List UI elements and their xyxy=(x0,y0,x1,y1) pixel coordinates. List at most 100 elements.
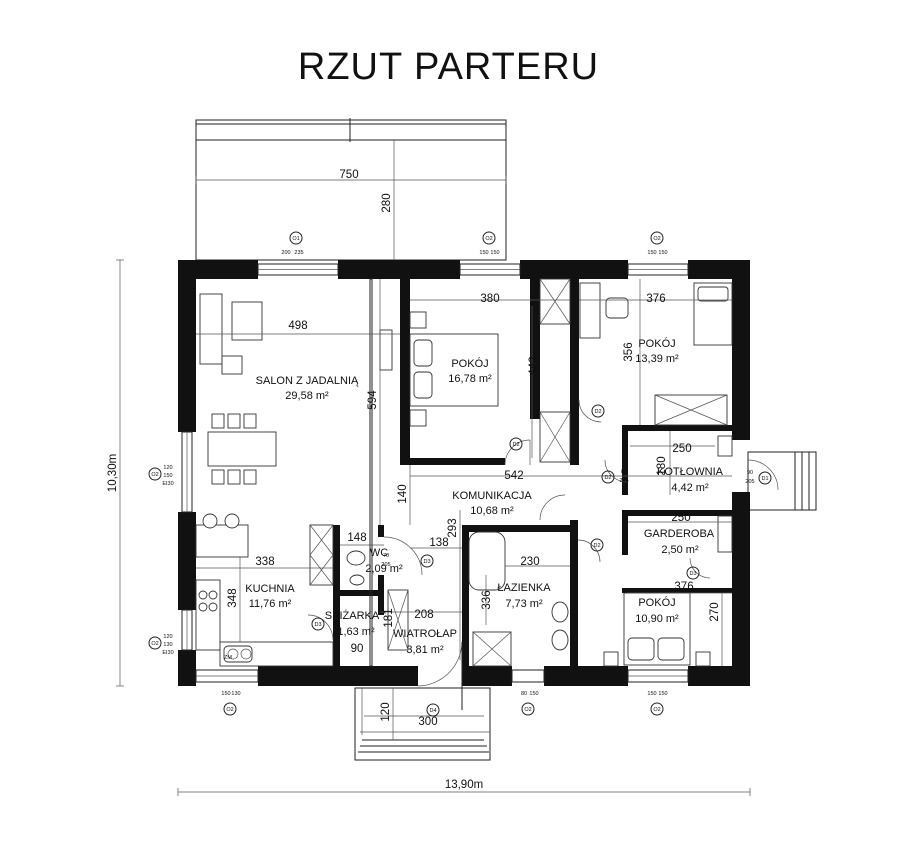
fridge-zm: ZM xyxy=(224,655,232,661)
window-tag-terrace: O1 xyxy=(292,236,299,242)
fire-rating: EI30 xyxy=(162,481,173,487)
dim-lazienka-width: 230 xyxy=(520,556,539,568)
window-size: 150 xyxy=(221,691,230,697)
window-height: 150 xyxy=(163,473,172,479)
room-area-spizarka: 1,63 m² xyxy=(337,626,375,638)
window-height: 130 xyxy=(163,642,172,648)
bedroom-furniture xyxy=(409,282,733,667)
door-size: 70 xyxy=(383,553,389,559)
entrance-porch xyxy=(354,687,491,761)
door-height: 205 xyxy=(619,478,628,484)
dim-pokoj2-depth: 356 xyxy=(623,342,635,361)
page-title: RZUT PARTERU xyxy=(297,46,600,88)
terrace-door-height: 235 xyxy=(294,250,303,256)
window-size: 120 xyxy=(163,465,172,471)
room-name-garderoba: GARDEROBA xyxy=(644,528,715,540)
room-area-pokoj1: 16,78 m² xyxy=(448,373,492,385)
room-name-wc: WC xyxy=(370,547,388,559)
dim-pokoj3-width: 376 xyxy=(674,581,693,593)
room-area-pokoj3: 10,90 m² xyxy=(635,613,679,625)
dim-pokoj3-depth: 270 xyxy=(709,602,721,621)
dim-pokoj2-width: 376 xyxy=(646,293,665,305)
living-furniture xyxy=(199,293,393,485)
door-tag-d2: D2 xyxy=(604,475,611,481)
window-tag: O2 xyxy=(226,707,233,713)
fire-rating: EI30 xyxy=(162,650,173,656)
door-tag-d2: D2 xyxy=(594,409,601,415)
dimension-lines xyxy=(116,259,751,796)
room-area-kotlownia: 4,42 m² xyxy=(671,482,709,494)
dim-porch-width: 300 xyxy=(418,716,437,728)
room-name-lazienka: ŁAZIENKA xyxy=(497,582,551,594)
window-size: 150 xyxy=(479,250,488,256)
room-name-wiatrolap: WIATROŁAP xyxy=(393,628,457,640)
window-markers xyxy=(148,231,772,717)
window-height: 130 xyxy=(231,691,240,697)
door-size: 80 xyxy=(621,469,627,475)
room-name-pokoj3: POKÓJ xyxy=(638,596,675,609)
built-in-wardrobes xyxy=(309,278,733,651)
dim-pokoj1-depth: 442 xyxy=(528,356,540,375)
side-steps xyxy=(747,451,817,511)
door-tag-d3: D3 xyxy=(314,622,321,628)
window-height: 150 xyxy=(490,250,499,256)
dim-korytarz-width: 542 xyxy=(504,470,523,482)
dim-salon-width: 498 xyxy=(288,320,307,332)
window-tag: O2 xyxy=(653,707,660,713)
door-size: 90 xyxy=(747,470,753,476)
bathroom-fixtures xyxy=(346,435,733,667)
room-area-komunikacja: 10,68 m² xyxy=(470,505,514,517)
window-tag: O2 xyxy=(653,236,660,242)
dim-salon-depth: 594 xyxy=(367,390,379,410)
window-height: 150 xyxy=(658,691,667,697)
dim-wc-width: 148 xyxy=(347,532,366,544)
dim-kotlownia-width: 250 xyxy=(672,443,691,455)
dim-hall-depth: 293 xyxy=(447,518,459,537)
exterior-walls xyxy=(178,260,750,686)
room-name-salon: SALON Z JADALNIĄ xyxy=(256,375,359,387)
window-size: 150 xyxy=(647,691,656,697)
dim-kuchnia-depth: 348 xyxy=(227,588,239,607)
dim-pokoj1-width: 380 xyxy=(480,293,499,305)
door-tag-d1: D1 xyxy=(761,476,768,482)
room-area-garderoba: 2,50 m² xyxy=(661,544,699,556)
window-size: 80 xyxy=(521,691,527,697)
window-size: 150 xyxy=(647,250,656,256)
door-tag-d3: D3 xyxy=(423,559,430,565)
room-name-kotlownia: KOTŁOWNIA xyxy=(657,466,724,478)
dim-spizarka-height: 181 xyxy=(383,608,395,627)
door-swings xyxy=(307,399,779,710)
dim-lazienka-depth: 336 xyxy=(481,590,493,609)
room-area-wc: 2,09 m² xyxy=(365,563,403,575)
dim-porch-depth: 120 xyxy=(380,702,392,721)
room-name-komunikacja: KOMUNIKACJA xyxy=(452,490,532,502)
door-height: 205 xyxy=(381,562,390,568)
room-area-salon: 29,58 m² xyxy=(285,390,329,402)
windows xyxy=(181,263,689,683)
room-area-kuchnia: 11,76 m² xyxy=(249,598,292,610)
dim-garderoba-width: 250 xyxy=(671,512,690,524)
room-area-pokoj2: 13,39 m² xyxy=(635,353,679,365)
window-tag: O2 xyxy=(151,472,158,478)
dim-overall-width: 13,90m xyxy=(445,779,483,791)
dim-terrace-width: 750 xyxy=(339,169,358,181)
dim-kuchnia-width: 338 xyxy=(255,556,274,568)
dim-spizarka-depth: 90 xyxy=(351,643,364,655)
dim-korytarz-depth: 140 xyxy=(397,484,409,503)
dim-terrace-depth: 280 xyxy=(381,193,393,212)
door-tag-d3: D3 xyxy=(689,571,696,577)
dim-kotlownia-depth: 180 xyxy=(656,456,668,475)
room-name-pokoj2: POKÓJ xyxy=(638,337,675,350)
door-tag-d2: D2 xyxy=(593,543,600,549)
window-tag: O2 xyxy=(524,707,531,713)
window-size: 120 xyxy=(163,634,172,640)
door-height: 205 xyxy=(745,479,754,485)
door-tag-d4: D4 xyxy=(429,708,436,714)
window-tag: O2 xyxy=(485,236,492,242)
window-height: 150 xyxy=(529,691,538,697)
door-tag-d2: D2 xyxy=(512,442,519,448)
interior-walls xyxy=(333,278,732,667)
dim-overall-height: 10,30m xyxy=(107,454,119,492)
